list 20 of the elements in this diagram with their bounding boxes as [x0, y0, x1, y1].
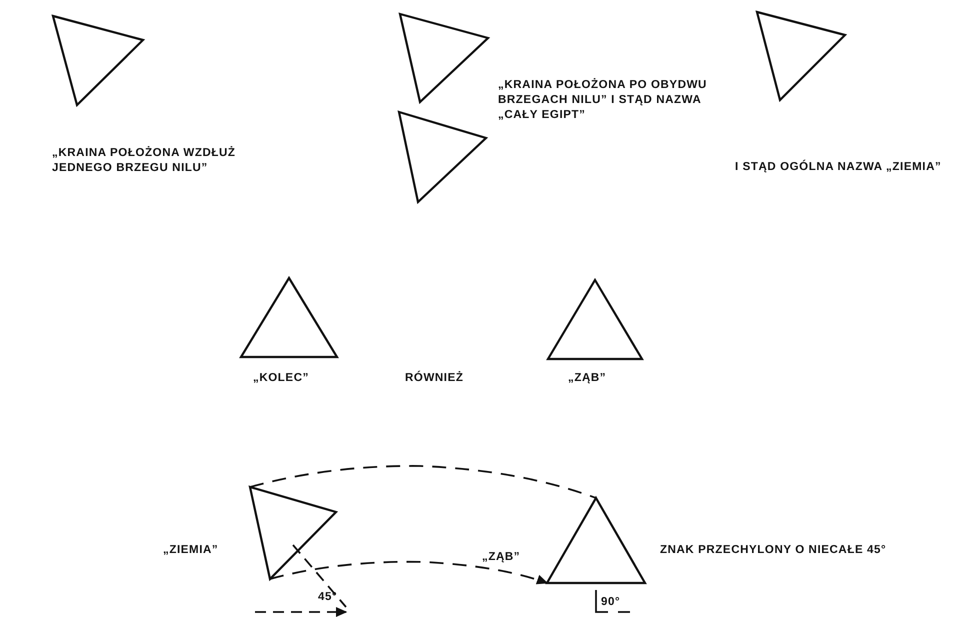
node-label: „ZĄB” [568, 371, 608, 386]
angle-label: 45° [318, 590, 338, 605]
node-label: „KOLEC” [253, 371, 310, 386]
dashed-arc-arrow [270, 560, 548, 584]
triangle-sign [239, 276, 339, 359]
angle-label: 90° [601, 595, 620, 610]
triangle-sign [248, 485, 338, 581]
node-label: „KRAINA POŁOŻONA WZDŁUŻ JEDNEGO BRZEGU NILU” [52, 146, 237, 176]
triangle-sign [546, 278, 644, 361]
caption: I STĄD OGÓLNA NAZWA „ZIEMIA” [735, 160, 942, 175]
triangle-sign [755, 10, 847, 102]
triangle-sign [545, 496, 647, 585]
node-label: „ZIEMIA” [163, 543, 220, 558]
triangle-sign [397, 110, 488, 204]
caption: RÓWNIEŻ [405, 371, 464, 386]
triangle-sign [51, 14, 145, 107]
caption: „ZĄB” [482, 550, 520, 565]
triangle-sign [398, 12, 490, 104]
node-label: ZNAK PRZECHYLONY O NIECAŁE 45° [660, 543, 888, 558]
node-label: „KRAINA POŁOŻONA PO OBYDWU BRZEGACH NILU” I STĄD NAZWA „CAŁY EGIPT” [498, 78, 708, 123]
